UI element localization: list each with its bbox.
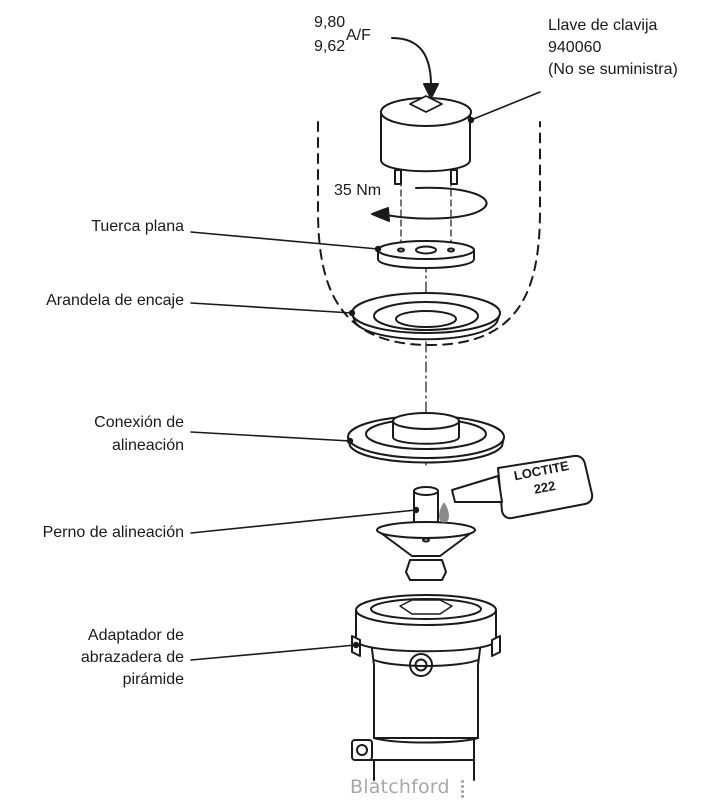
flat-nut-label: Tuerca plana (91, 218, 184, 235)
flat-nut (377, 240, 475, 269)
loctite-bottle (439, 454, 594, 523)
brand-logo: Blatchford (350, 776, 450, 798)
fit-washer-label: Arandela de encaje (46, 292, 184, 309)
alignment-connection-label: Conexión de alineación (94, 414, 184, 454)
pyramid-clamp-adapter (351, 594, 501, 781)
af-unit: A/F (346, 27, 371, 44)
pyramid-adapter-label: Adaptador de abrazadera de pirámide (80, 627, 184, 688)
alignment-connection (347, 412, 505, 464)
dashed-enclosure (317, 121, 541, 346)
af-size-bottom: 9,62 (314, 38, 346, 55)
pyramid-cone (376, 521, 476, 581)
loctite-line2: 222 (533, 478, 557, 497)
leader-fit-washer (190, 302, 353, 314)
af-arrow (391, 37, 433, 91)
leader-wrench (470, 91, 541, 121)
af-size-top: 9,80 (314, 14, 346, 31)
leader-alignment-pin (190, 509, 417, 534)
pin-wrench (380, 95, 472, 185)
fit-washer (351, 292, 501, 341)
leader-flat-nut (190, 231, 379, 250)
torque-arrow (385, 186, 488, 220)
brand-mark-icon (459, 780, 465, 802)
leader-pyramid-adapter (190, 644, 357, 661)
wrench-label: Llave de clavija 940060 (No se suministr… (548, 17, 678, 78)
torque-label: 35 Nm (334, 182, 382, 199)
leader-alignment-connection (190, 431, 351, 442)
alignment-pin-label: Perno de alineación (42, 524, 184, 541)
